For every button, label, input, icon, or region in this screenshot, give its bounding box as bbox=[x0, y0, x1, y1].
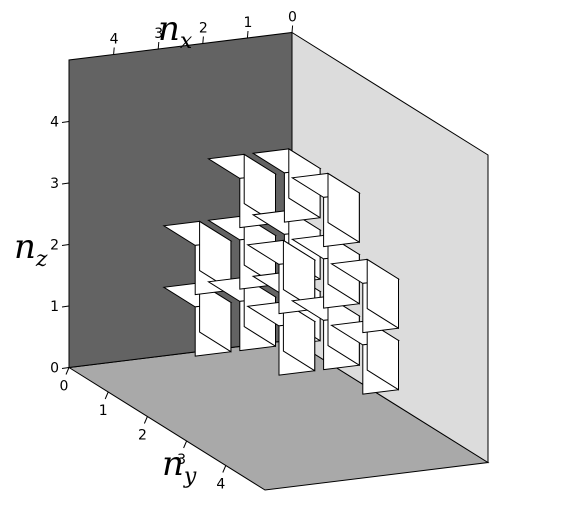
y-tick bbox=[143, 416, 148, 424]
y-tick-label: 2 bbox=[138, 428, 147, 444]
y-tick bbox=[104, 391, 109, 400]
cube-side-face bbox=[282, 300, 316, 372]
axis-ticks: 0 1 2 3 4 0 1 2 3 4 0 1 2 3 4 bbox=[50, 10, 297, 493]
x-tick-label: 2 bbox=[199, 21, 208, 37]
y-axis-title: ny bbox=[162, 444, 197, 489]
x-tick bbox=[291, 25, 294, 33]
x-tick-label: 3 bbox=[154, 26, 163, 42]
x-tick bbox=[113, 47, 115, 55]
z-tick-label: 4 bbox=[50, 115, 59, 131]
cube-side-face bbox=[366, 319, 399, 391]
z-tick bbox=[61, 305, 70, 308]
y-tick-label: 4 bbox=[216, 477, 225, 493]
z-tick-label: 2 bbox=[50, 238, 59, 254]
data-cube bbox=[162, 281, 233, 357]
data-cube bbox=[162, 220, 233, 296]
data-cubes bbox=[162, 147, 400, 395]
y-tick bbox=[65, 367, 70, 375]
x-tick-label: 4 bbox=[110, 32, 119, 48]
z-axis-title: nz bbox=[14, 227, 48, 272]
x-tick bbox=[157, 41, 160, 50]
data-cube bbox=[246, 300, 317, 376]
y-tick-label: 1 bbox=[99, 403, 108, 419]
z-tick-label: 1 bbox=[50, 299, 59, 315]
z-tick bbox=[61, 244, 70, 246]
data-cube bbox=[246, 239, 317, 315]
y-tick bbox=[222, 465, 227, 473]
data-cube bbox=[330, 258, 400, 334]
cube-side-face bbox=[366, 258, 399, 330]
z-tick bbox=[61, 367, 70, 369]
data-cube bbox=[330, 319, 400, 395]
z-tick bbox=[61, 182, 70, 185]
cube-side-face bbox=[327, 172, 360, 244]
x-tick-label: 0 bbox=[288, 10, 297, 26]
cube-side-face bbox=[199, 281, 232, 353]
y-tick-label: 3 bbox=[177, 452, 186, 468]
y-tick-label: 0 bbox=[60, 379, 69, 395]
axis-titles: nx ny nz bbox=[14, 9, 197, 489]
x-tick bbox=[202, 36, 204, 44]
x-tick-label: 1 bbox=[243, 15, 252, 31]
z-tick bbox=[61, 121, 70, 123]
y-tick bbox=[183, 440, 188, 449]
x-tick bbox=[246, 30, 249, 39]
z-tick-label: 0 bbox=[50, 361, 59, 377]
x-axis-title: nx bbox=[158, 9, 193, 54]
z-tick-label: 3 bbox=[50, 176, 59, 192]
data-cube bbox=[290, 172, 361, 248]
